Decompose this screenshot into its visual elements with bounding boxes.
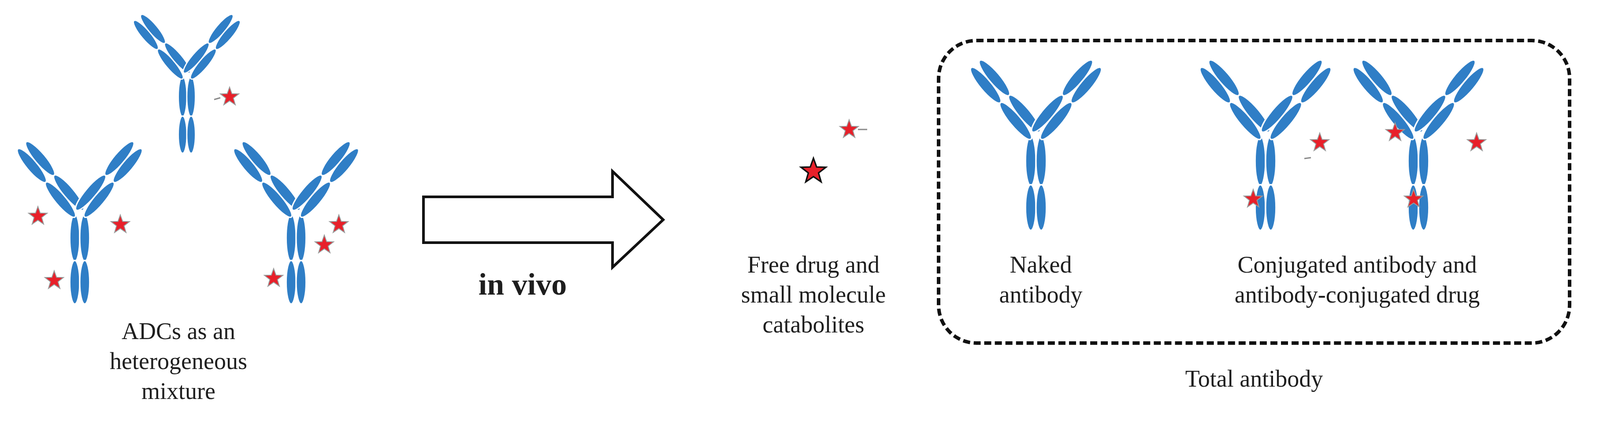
- antibody: [966, 56, 1106, 231]
- drug-star: [28, 206, 48, 225]
- caption-label: ADCs as an heterogeneous mixture: [103, 316, 254, 407]
- linker: [857, 129, 868, 131]
- linker: [214, 97, 221, 100]
- arrow-label: in vivo: [456, 267, 589, 303]
- drug-star: [264, 268, 283, 287]
- drug-star: [1467, 133, 1486, 151]
- drug-star: [44, 270, 64, 289]
- drug-star: [1385, 122, 1405, 141]
- antibody: [130, 11, 244, 154]
- hollow-arrow: [423, 171, 664, 268]
- antibody: [1349, 56, 1489, 231]
- caption-label: Conjugated antibody and antibody-conjuga…: [1216, 249, 1499, 310]
- drug-star: [315, 235, 334, 253]
- drug-star: [1404, 189, 1423, 208]
- antibody: [230, 138, 363, 305]
- antibody: [1196, 56, 1336, 231]
- caption-label: Free drug and small molecule catabolites: [725, 249, 902, 340]
- linker: [1304, 157, 1311, 159]
- caption-label: Naked antibody: [983, 249, 1099, 310]
- drug-stars: [1243, 122, 1486, 208]
- drug-star: [220, 87, 239, 105]
- drug-star: [1243, 189, 1263, 208]
- group-heading: Total antibody: [940, 363, 1568, 394]
- drug-star: [329, 215, 349, 233]
- drug-stars: [28, 87, 349, 289]
- drug-star: [801, 158, 826, 182]
- antibody: [13, 138, 146, 305]
- drug-star: [1310, 133, 1330, 151]
- drug-star: [839, 119, 859, 138]
- drug-star: [111, 215, 130, 233]
